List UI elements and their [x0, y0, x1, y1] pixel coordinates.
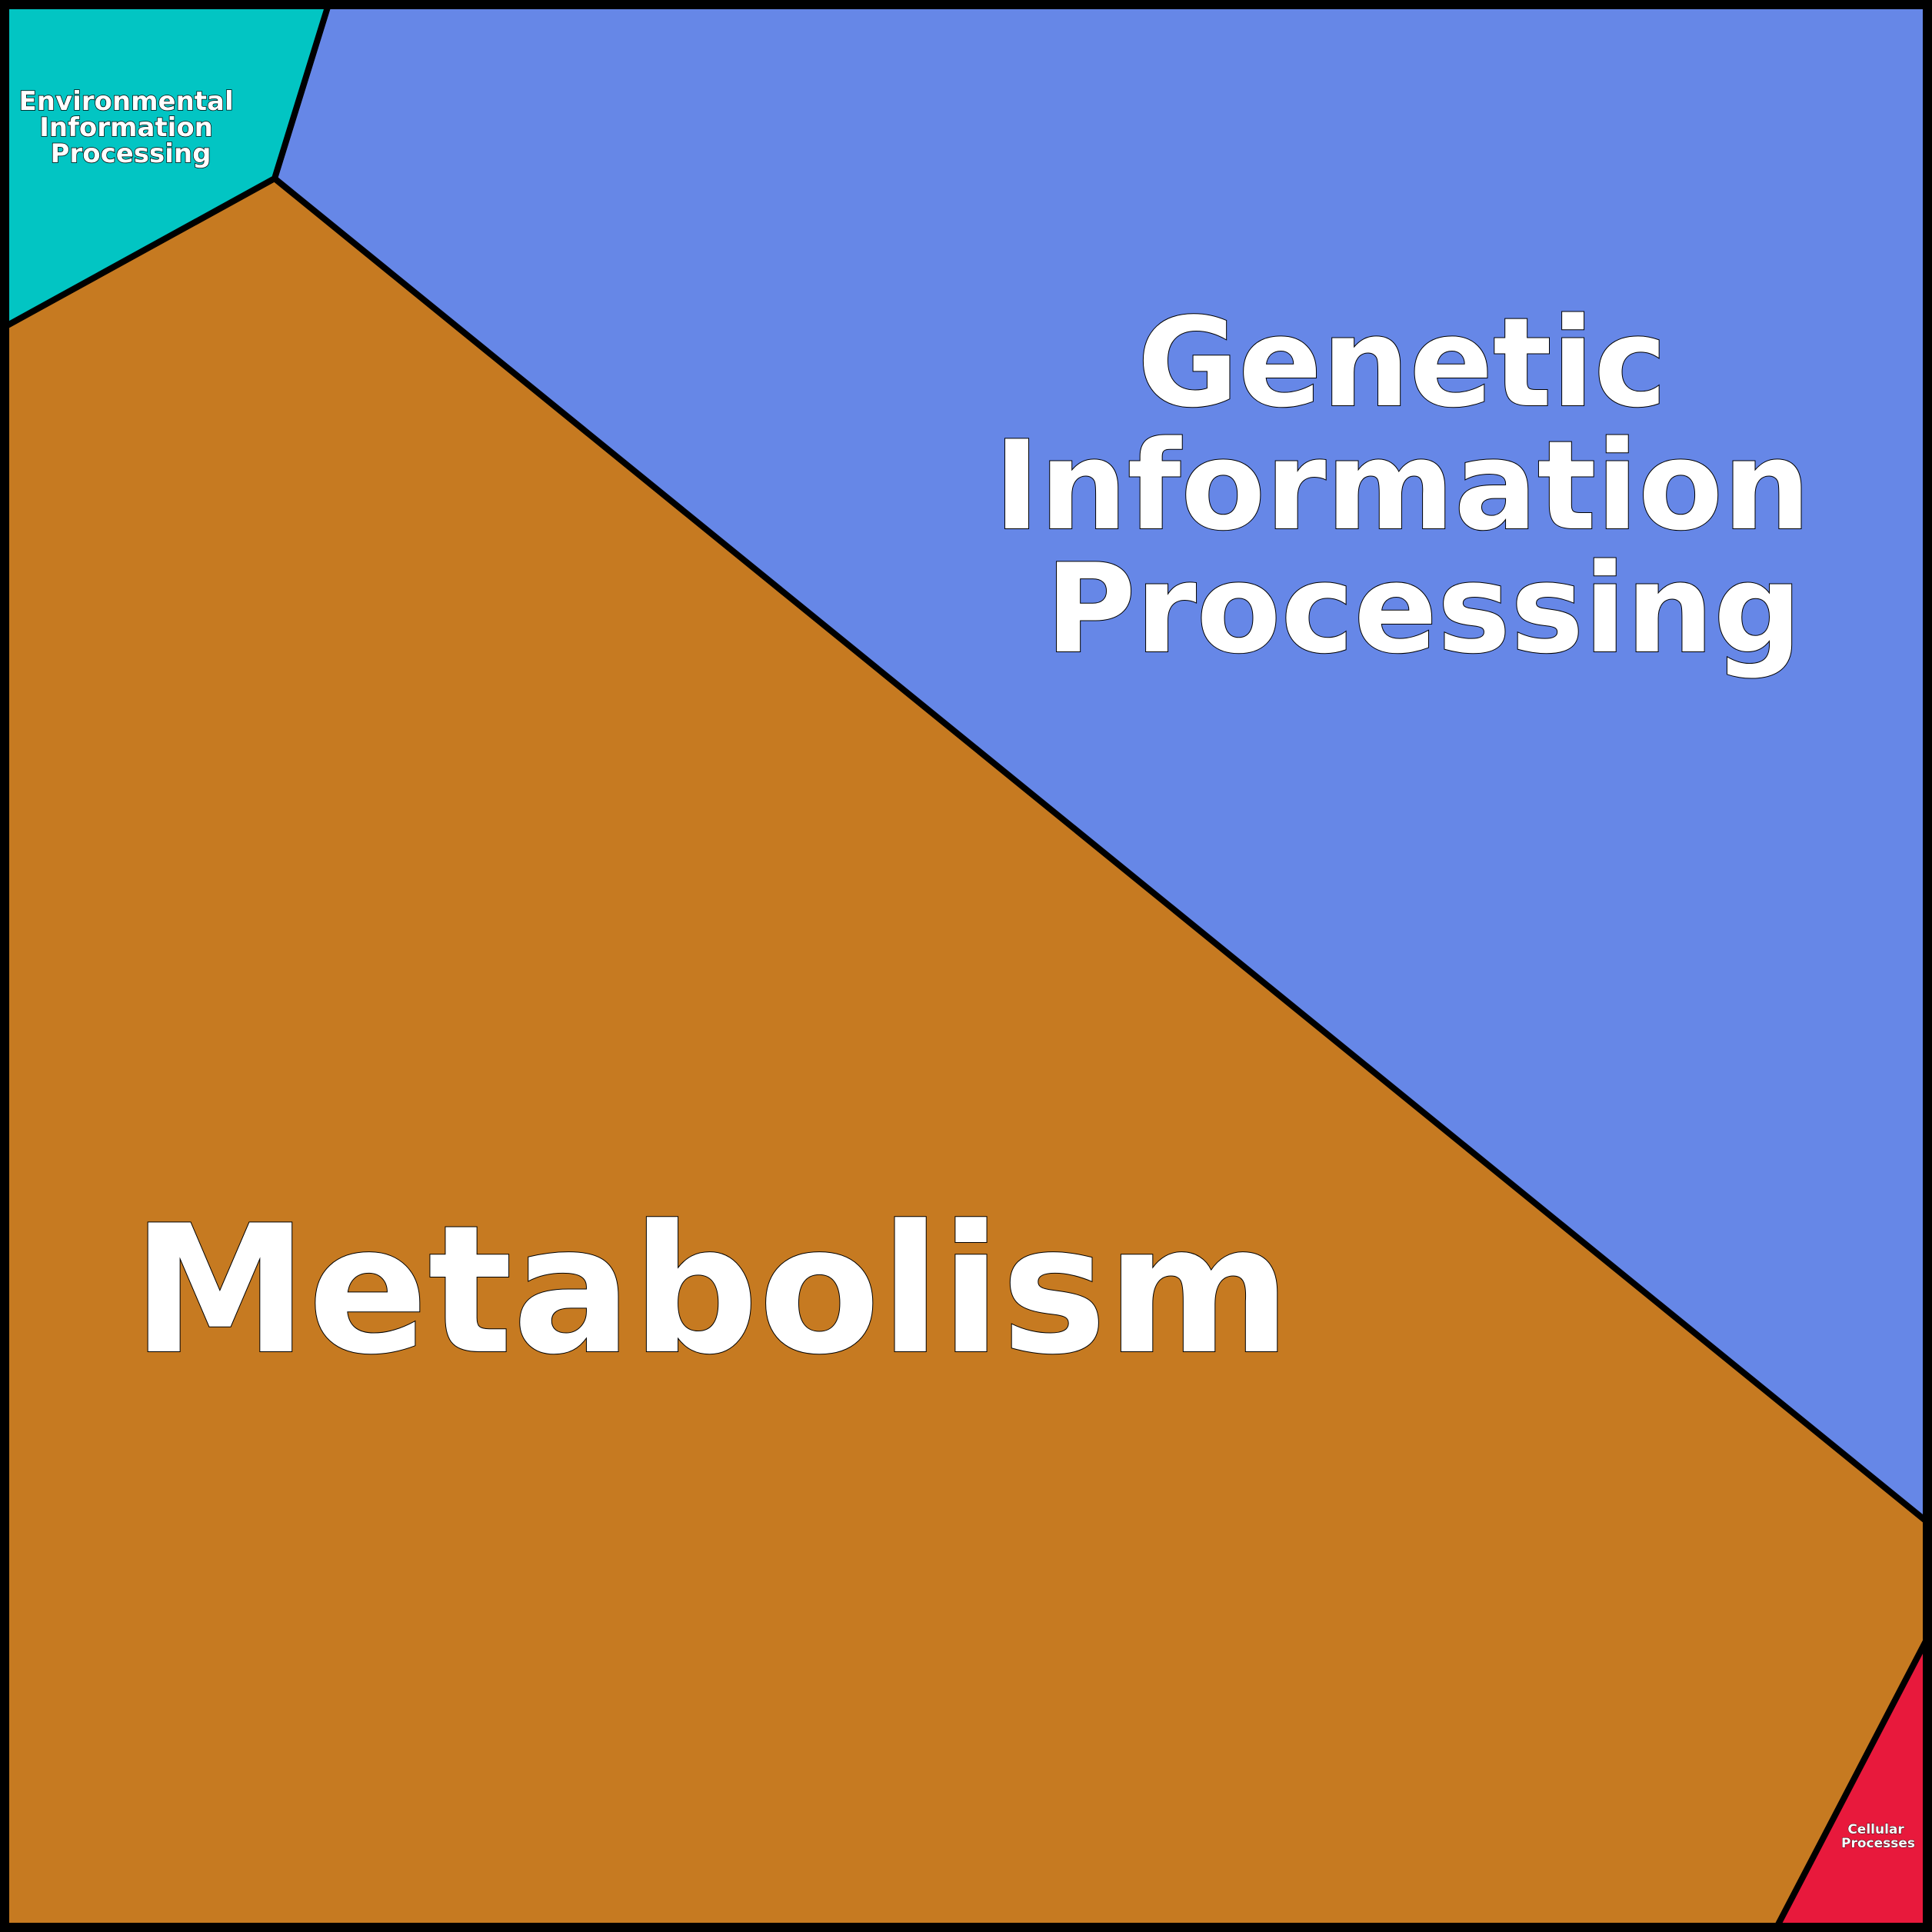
genetic-label-line-2: Information	[994, 414, 1810, 558]
genetic-label-line-1: Genetic	[1138, 291, 1667, 435]
environmental-label-line-3: Processing	[51, 138, 212, 169]
cellular-label-line-2: Processes	[1841, 1836, 1915, 1851]
metabolism-label-line-1: Metabolism	[132, 1188, 1291, 1394]
metabolism-label: Metabolism	[132, 1188, 1291, 1394]
environmental-label-line-1: Environmental	[19, 86, 234, 117]
environmental-information-processing-label: Environmental Information Processing	[19, 86, 243, 169]
cellular-processes-label: Cellular Processes	[1841, 1822, 1915, 1851]
genetic-information-processing-label: Genetic Information Processing	[994, 291, 1853, 681]
cellular-label-line-1: Cellular	[1847, 1822, 1904, 1837]
genetic-label-line-3: Processing	[1045, 537, 1801, 681]
environmental-label-line-2: Information	[39, 112, 213, 143]
